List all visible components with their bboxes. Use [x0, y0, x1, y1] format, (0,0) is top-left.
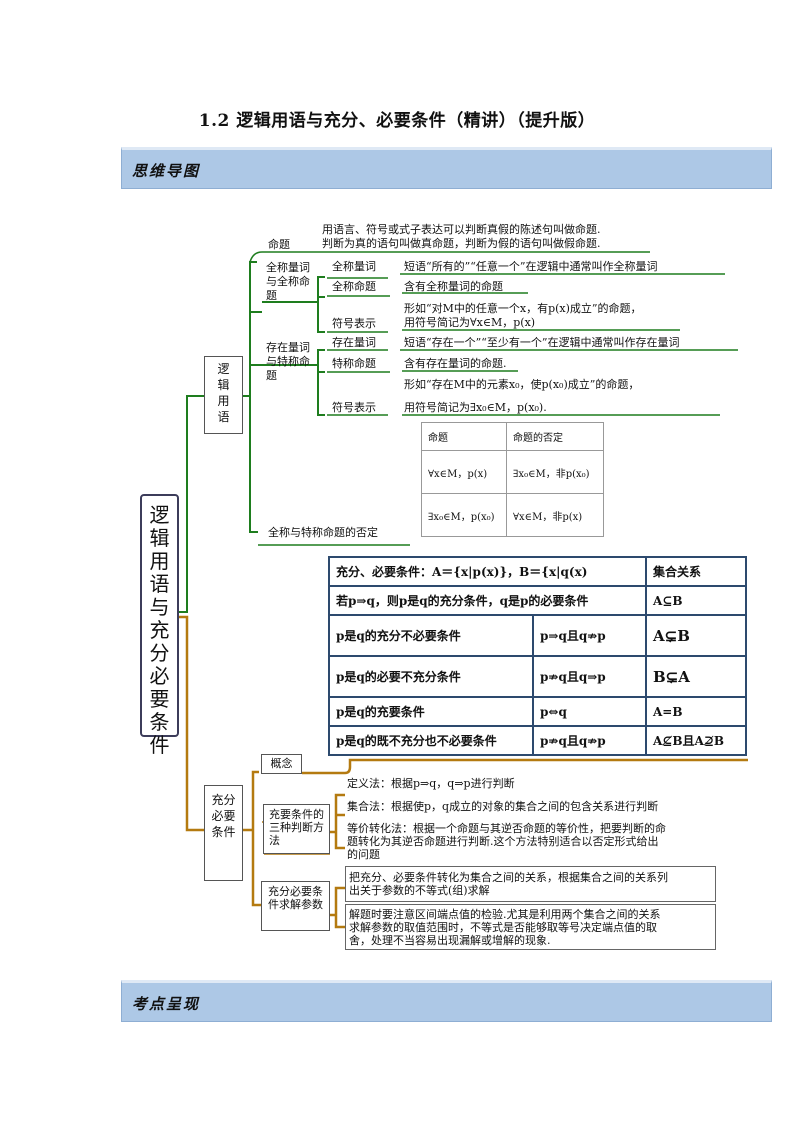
conditions-table-row: p是q的既不充分也不必要条件 p⇏q且q⇏p A⊈B且A⊉B [328, 725, 747, 756]
conditions-cell: p⇔q [532, 696, 647, 727]
conditions-table-header-row: 充分、必要条件：A＝{x|p(x)}，B＝{x|q(x) 集合关系 [328, 556, 747, 587]
existential-quantifier-label: 存在量词 [332, 336, 376, 349]
logic-terms-label: 逻辑用语 [217, 362, 230, 424]
conditions-table-row: p是q的充分不必要条件 p⇒q且q⇏p A⊊B [328, 614, 747, 657]
existential-proposition-text: 含有存在量词的命题. [404, 357, 507, 370]
conditions-cell: B⊊A [645, 655, 747, 698]
universal-node-label: 全称量词与全称命题 [266, 261, 310, 302]
method-equivalence-2: 题转化为其逆否命题进行判断.这个方法特别适合以否定形式给出 [347, 835, 659, 848]
conditions-cell: p⇏q且q⇏p [532, 725, 647, 756]
universal-symbol-text-2: 用符号简记为∀x∈M，p(x) [404, 316, 536, 329]
universal-symbol-text-1: 形如“对M中的任意一个x，有p(x)成立”的命题， [404, 302, 642, 315]
conditions-header-cell: 充分、必要条件：A＝{x|p(x)}，B＝{x|q(x) [328, 556, 647, 587]
conditions-cell: p是q的既不充分也不必要条件 [328, 725, 534, 756]
negation-node-label: 全称与特称命题的否定 [268, 526, 378, 539]
sufficient-necessary-label: 充分必要条件 [211, 793, 236, 839]
params-text: 出关于参数的不等式(组)求解 [349, 884, 490, 897]
negation-table-row: ∀x∈M，p(x) ∃x₀∈M，非p(x₀) [421, 450, 604, 494]
judgment-methods-node: 充要条件的三种判断方法 [263, 804, 330, 854]
existential-symbol-text-1: 形如“存在M中的元素x₀，使p(x₀)成立”的命题， [404, 378, 640, 391]
negation-table-cell: 命题的否定 [506, 422, 604, 451]
existential-quantifier-text: 短语“存在一个”“至少有一个”在逻辑中通常叫作存在量词 [404, 336, 680, 349]
conditions-table-row: 若p⇒q，则p是q的充分条件，q是p的必要条件 A⊆B [328, 585, 747, 616]
conditions-table-row: p是q的充要条件 p⇔q A=B [328, 696, 747, 727]
conditions-cell: p⇏q且q⇒p [532, 655, 647, 698]
method-equivalence-1: 等价转化法：根据一个命题与其逆否命题的等价性，把要判断的命 [347, 822, 666, 835]
universal-symbol-label: 符号表示 [332, 317, 376, 330]
negation-table: 命题 命题的否定 ∀x∈M，p(x) ∃x₀∈M，非p(x₀) ∃x₀∈M，p(… [421, 422, 604, 537]
conditions-table: 充分、必要条件：A＝{x|p(x)}，B＝{x|q(x) 集合关系 若p⇒q，则… [328, 556, 747, 756]
existential-node-label: 存在量词与特称命题 [266, 341, 310, 382]
method-definition: 定义法：根据p⇒q，q⇒p进行判断 [347, 777, 515, 790]
parameters-node: 充分必要条件求解参数 [261, 881, 330, 931]
conditions-cell: p是q的充要条件 [328, 696, 534, 727]
negation-table-cell: ∀x∈M，p(x) [421, 450, 507, 494]
negation-table-header-row: 命题 命题的否定 [421, 422, 604, 451]
exam-banner-label: 考点呈现 [132, 995, 201, 1013]
params-text: 把充分、必要条件转化为集合之间的关系，根据集合之间的关系列 [349, 871, 668, 884]
page-title: 1.2 逻辑用语与充分、必要条件（精讲）（提升版） [198, 111, 596, 131]
mindmap-banner-label: 思维导图 [132, 162, 201, 180]
method-equivalence-3: 的问题 [347, 848, 380, 861]
params-box-2: 解题时要注意区间端点值的检验.尤其是利用两个集合之间的关系 求解参数的取值范围时… [345, 904, 716, 950]
existential-proposition-label: 特称命题 [332, 357, 376, 370]
conditions-cell: A⊈B且A⊉B [645, 725, 747, 756]
conditions-cell: 若p⇒q，则p是q的充分条件，q是p的必要条件 [328, 585, 647, 616]
logic-terms-node: 逻辑用语 [204, 356, 243, 434]
conditions-cell: p是q的充分不必要条件 [328, 614, 534, 657]
negation-table-row: ∃x₀∈M，p(x₀) ∀x∈M，非p(x) [421, 493, 604, 537]
universal-quantifier-text: 短语“所有的”“任意一个”在逻辑中通常叫作全称量词 [404, 260, 658, 273]
universal-proposition-text: 含有全称量词的命题 [404, 280, 503, 293]
params-box-1: 把充分、必要条件转化为集合之间的关系，根据集合之间的关系列 出关于参数的不等式(… [345, 866, 716, 902]
universal-quantifier-label: 全称量词 [332, 260, 376, 273]
sufficient-necessary-node: 充分必要条件 [204, 785, 243, 881]
conditions-cell: A⊊B [645, 614, 747, 657]
conditions-cell: p⇒q且q⇏p [532, 614, 647, 657]
exam-banner: 考点呈现 [121, 980, 772, 1022]
universal-proposition-label: 全称命题 [332, 280, 376, 293]
conditions-cell: p是q的必要不充分条件 [328, 655, 534, 698]
negation-table-cell: ∃x₀∈M，非p(x₀) [506, 450, 604, 494]
params-text: 求解参数的取值范围时，不等式是否能够取等号决定端点值的取 [349, 921, 657, 934]
proposition-label: 命题 [268, 238, 290, 251]
proposition-def-2: 判断为真的语句叫做真命题，判断为假的语句叫做假命题. [322, 237, 601, 250]
conditions-header-cell: 集合关系 [645, 556, 747, 587]
params-text: 舍，处理不当容易出现漏解或增解的现象. [349, 934, 551, 947]
method-set: 集合法：根据使p，q成立的对象的集合之间的包含关系进行判断 [347, 800, 659, 813]
existential-symbol-label: 符号表示 [332, 401, 376, 414]
conditions-table-row: p是q的必要不充分条件 p⇏q且q⇒p B⊊A [328, 655, 747, 698]
mindmap-banner: 思维导图 [121, 147, 772, 189]
root-topic: 逻辑用语与充分必要条件 [140, 494, 179, 757]
concept-node: 概念 [261, 754, 302, 774]
existential-symbol-text-2: 用符号简记为∃x₀∈M，p(x₀). [404, 401, 547, 414]
conditions-cell: A⊆B [645, 585, 747, 616]
proposition-def-1: 用语言、符号或式子表达可以判断真假的陈述句叫做命题. [322, 223, 601, 236]
conditions-cell: A=B [645, 696, 747, 727]
negation-table-cell: 命题 [421, 422, 507, 451]
params-text: 解题时要注意区间端点值的检验.尤其是利用两个集合之间的关系 [349, 908, 661, 921]
negation-table-cell: ∀x∈M，非p(x) [506, 493, 604, 537]
negation-table-cell: ∃x₀∈M，p(x₀) [421, 493, 507, 537]
